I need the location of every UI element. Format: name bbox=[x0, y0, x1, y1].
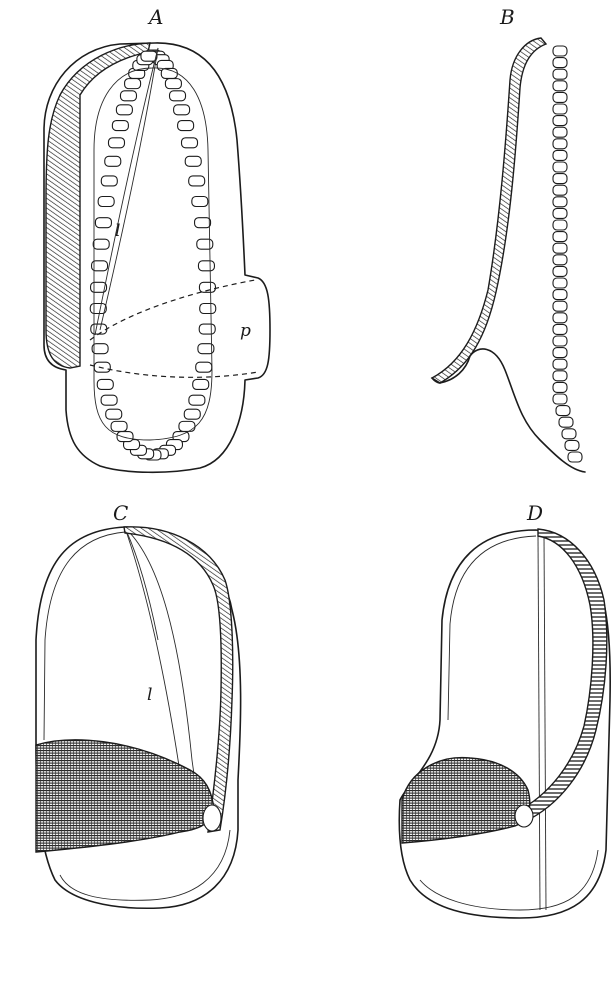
panel-a-cell bbox=[125, 79, 141, 89]
panel-a-cell bbox=[112, 121, 128, 131]
panel-b-cell bbox=[553, 336, 567, 346]
panel-a-letter: A bbox=[147, 5, 163, 29]
panel-b-cell bbox=[553, 92, 567, 102]
panel-a-dashed-lower bbox=[90, 365, 258, 377]
panel-b-cell-column bbox=[553, 46, 582, 462]
panel-d-hatched-arm bbox=[516, 529, 607, 822]
panel-a-cell bbox=[184, 409, 200, 419]
panel-b-cell bbox=[553, 197, 567, 207]
panel-d-letter: D bbox=[526, 501, 543, 525]
panel-b-cell bbox=[553, 185, 567, 195]
panel-b-cell bbox=[553, 127, 567, 137]
panel-a-cell bbox=[170, 91, 186, 101]
panel-a-cell bbox=[193, 379, 209, 389]
panel-a-cell bbox=[95, 218, 111, 228]
panel-a-cell bbox=[189, 176, 205, 186]
panel-b: B bbox=[432, 5, 585, 472]
panel-a-cell bbox=[120, 91, 136, 101]
panel-a-cell bbox=[141, 51, 157, 61]
panel-a-cell bbox=[106, 409, 122, 419]
panel-b-cell bbox=[553, 359, 567, 369]
panel-a-cell bbox=[200, 304, 216, 314]
panel-b-cell bbox=[553, 266, 567, 276]
panel-a-cell bbox=[98, 196, 114, 206]
panel-b-hatched-strip bbox=[432, 38, 546, 383]
panel-a-cell bbox=[93, 239, 109, 249]
panel-b-cell bbox=[553, 220, 567, 230]
panel-c: C l bbox=[36, 501, 241, 908]
panel-a-cell bbox=[111, 421, 127, 431]
panel-b-cell bbox=[553, 81, 567, 91]
panel-b-cell bbox=[553, 382, 567, 392]
panel-a-cell bbox=[165, 79, 181, 89]
panel-d-shell-outline bbox=[399, 530, 610, 918]
panel-c-gill-mass bbox=[36, 740, 214, 852]
panel-a-cell bbox=[97, 379, 113, 389]
panel-a-cell bbox=[101, 395, 117, 405]
panel-b-cell bbox=[553, 139, 567, 149]
panel-b-cell bbox=[568, 452, 582, 462]
panel-b-cell bbox=[553, 46, 567, 56]
panel-b-cell bbox=[553, 58, 567, 68]
panel-a-cell bbox=[91, 324, 107, 334]
panel-a-cell bbox=[105, 156, 121, 166]
panel-d: D bbox=[399, 501, 610, 918]
panel-a-dashed-upper bbox=[90, 280, 255, 340]
panel-b-cell bbox=[553, 371, 567, 381]
panel-a-cell bbox=[182, 138, 198, 148]
panel-b-cell bbox=[553, 174, 567, 184]
panel-b-cell bbox=[553, 301, 567, 311]
panel-a-cell bbox=[92, 344, 108, 354]
panel-d-gill-mass bbox=[402, 758, 530, 843]
panel-a-cell bbox=[101, 176, 117, 186]
panel-a-cell bbox=[196, 362, 212, 372]
panel-a-cell bbox=[199, 324, 215, 334]
panel-a-cell bbox=[192, 196, 208, 206]
panel-a-cell bbox=[189, 395, 205, 405]
panel-a-cell bbox=[116, 105, 132, 115]
panel-b-cell bbox=[553, 394, 567, 404]
panel-b-cell bbox=[553, 348, 567, 358]
panel-b-cell bbox=[553, 324, 567, 334]
panel-b-cell bbox=[553, 278, 567, 288]
panel-b-cell bbox=[553, 255, 567, 265]
panel-a-cell bbox=[174, 105, 190, 115]
panel-b-cell bbox=[553, 69, 567, 79]
panel-b-cell bbox=[553, 116, 567, 126]
panel-a-cell bbox=[197, 239, 213, 249]
panel-a-label-p: p bbox=[240, 321, 251, 341]
panel-b-cell bbox=[553, 208, 567, 218]
panel-b-cell bbox=[562, 429, 576, 439]
panel-b-cell bbox=[553, 243, 567, 253]
panel-a-cell bbox=[108, 138, 124, 148]
panel-b-cell bbox=[553, 290, 567, 300]
panel-a-cell bbox=[94, 362, 110, 372]
panel-a-cell bbox=[195, 218, 211, 228]
panel-b-cell bbox=[553, 162, 567, 172]
panel-b-cell bbox=[553, 232, 567, 242]
panel-a-cell bbox=[185, 156, 201, 166]
panel-b-cell bbox=[556, 406, 570, 416]
panel-b-cell bbox=[553, 313, 567, 323]
panel-c-shell-outline bbox=[36, 527, 241, 908]
panel-c-letter: C bbox=[113, 501, 128, 525]
panel-a-cell bbox=[178, 121, 194, 131]
panel-a-cell-ring bbox=[90, 50, 215, 460]
panel-b-cell bbox=[559, 417, 573, 427]
panel-a-label-l: l bbox=[115, 221, 120, 241]
panel-d-median-line bbox=[538, 535, 540, 910]
panel-c-knot bbox=[203, 805, 221, 831]
panel-b-cell bbox=[565, 440, 579, 450]
panel-a-cell bbox=[179, 421, 195, 431]
panel-a-cell bbox=[198, 261, 214, 271]
panel-b-cell bbox=[553, 150, 567, 160]
panel-d-knot bbox=[515, 805, 533, 827]
panel-b-letter: B bbox=[499, 5, 515, 29]
panel-a: A l p bbox=[44, 5, 270, 472]
panel-c-label-l: l bbox=[147, 685, 152, 705]
panel-a-cell bbox=[117, 432, 133, 442]
panel-b-cell bbox=[553, 104, 567, 114]
